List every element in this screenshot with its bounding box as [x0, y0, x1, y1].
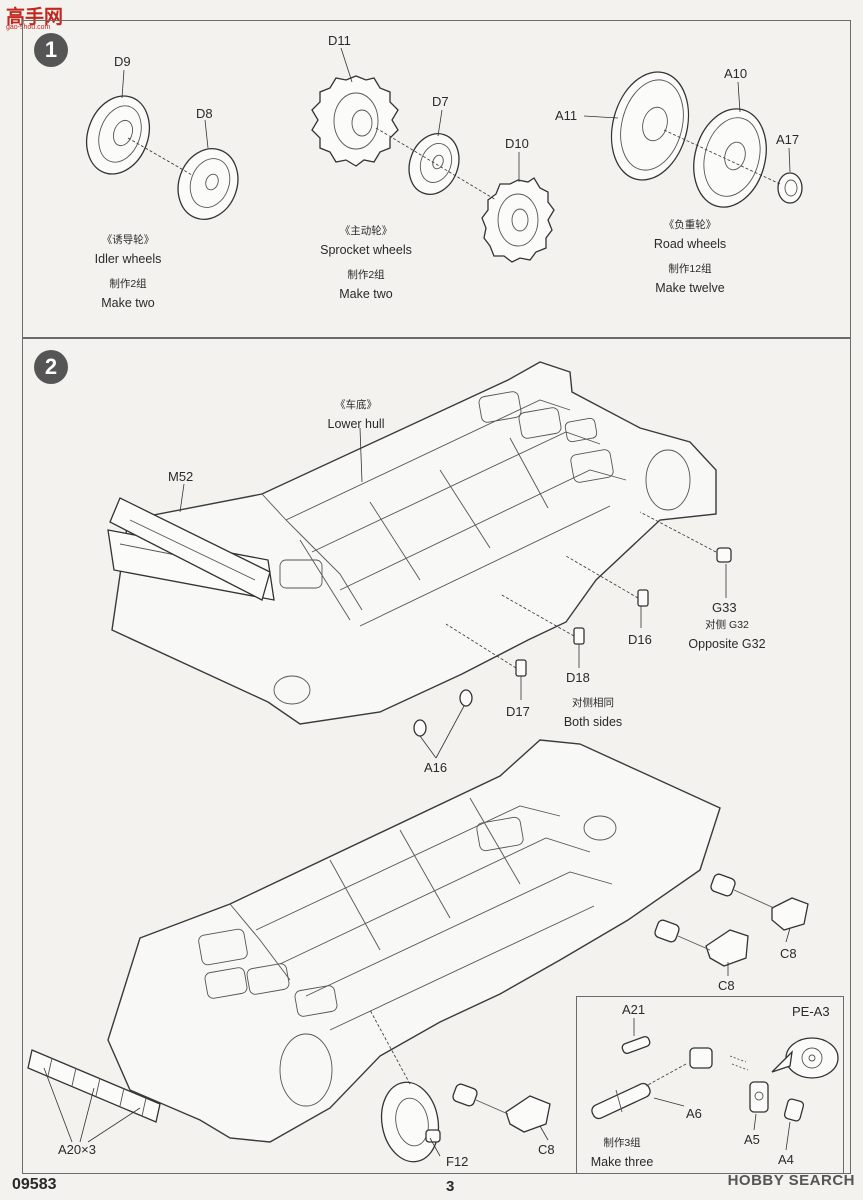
both-sides-zh: 对侧相同 [572, 697, 614, 709]
label-a6: A6 [686, 1106, 702, 1121]
sprocket-f12 [380, 1081, 441, 1163]
road-zh: 《负重轮》 [663, 219, 717, 231]
product-code: 09583 [12, 1176, 57, 1193]
make-three-en: Make three [590, 1155, 654, 1169]
g32-en: Opposite G32 [688, 637, 766, 651]
label-a16: A16 [424, 760, 448, 775]
inset-a21 [621, 1035, 651, 1055]
road-wheel-a11 [610, 71, 690, 181]
caption-sprocket-wheels: 《主动轮》 Sprocket wheels 制作2组 Make two [320, 222, 412, 304]
label-a11: A11 [555, 108, 578, 123]
label-d16: D16 [628, 632, 652, 647]
part-a16-right [459, 689, 473, 707]
step2-badge: 2 [34, 350, 68, 384]
sprocket-qty-zh: 制作2组 [347, 269, 385, 281]
label-d7: D7 [432, 94, 449, 109]
label-a10: A10 [724, 66, 748, 81]
inset-bracket [689, 1047, 713, 1069]
sprocket-d11 [311, 75, 399, 167]
part-a16-left [413, 719, 427, 737]
road-qty-zh: 制作12组 [668, 263, 712, 275]
part-d16 [637, 589, 649, 607]
road-en: Road wheels [653, 237, 727, 251]
label-g33: G33 [712, 600, 737, 615]
inset-a5 [749, 1081, 769, 1113]
sprocket-d7 [408, 133, 460, 195]
step1-panel [22, 20, 851, 338]
idler-qty-en: Make two [101, 296, 155, 310]
sprocket-qty-en: Make two [339, 287, 393, 301]
label-a4: A4 [778, 1152, 794, 1167]
make-three-zh: 制作3组 [603, 1137, 641, 1149]
idler-en: Idler wheels [94, 252, 162, 266]
road-wheel-a10 [693, 108, 767, 208]
label-pe-a3: PE-A3 [792, 1004, 830, 1019]
site-logo: 高手网 gao-shou.com [0, 0, 70, 34]
label-c8-bottom: C8 [538, 1142, 555, 1157]
part-d17 [515, 659, 527, 677]
label-d9: D9 [114, 54, 131, 69]
label-m52: M52 [168, 469, 194, 484]
inset-a4 [783, 1098, 805, 1122]
suspension-arm-c8-b [654, 919, 749, 967]
inset-panel [576, 996, 844, 1174]
label-c8-right: C8 [780, 946, 797, 961]
inset-a6 [591, 1082, 651, 1120]
both-sides-en: Both sides [563, 715, 623, 729]
caption-opposite-g32: 对侧 G32 Opposite G32 [688, 616, 765, 654]
lower-hull-lower-view [107, 739, 721, 1143]
label-a20: A20×3 [58, 1142, 96, 1157]
idler-qty-zh: 制作2组 [109, 278, 147, 290]
label-d8: D8 [196, 106, 213, 121]
hub-cap-a17 [777, 172, 803, 204]
caption-idler-wheels: 《诱导轮》 Idler wheels 制作2组 Make two [95, 231, 162, 313]
sprocket-d10 [481, 177, 555, 263]
lower-hull-en: Lower hull [327, 417, 385, 431]
label-d11: D11 [328, 33, 351, 48]
idler-wheel-d8 [177, 148, 239, 220]
suspension-arm-c8-a [710, 873, 809, 931]
g32-zh: 对侧 G32 [705, 619, 749, 631]
idler-zh: 《诱导轮》 [101, 234, 155, 246]
label-d10: D10 [505, 136, 529, 151]
caption-both-sides: 对侧相同 Both sides [564, 694, 622, 732]
label-c8-middle: C8 [718, 978, 735, 993]
lower-hull-zh: 《车底》 [334, 399, 377, 411]
label-f12: F12 [446, 1154, 469, 1169]
idler-wheel-d9 [86, 95, 150, 175]
part-d18 [573, 627, 585, 645]
part-g33 [716, 547, 732, 563]
sprocket-en: Sprocket wheels [320, 243, 412, 257]
photo-etch-pe-a3 [771, 1037, 839, 1079]
step1-badge: 1 [34, 33, 68, 67]
plate-m52 [109, 497, 271, 601]
sprocket-zh: 《主动轮》 [339, 225, 393, 237]
logo-text: 高手网 [6, 6, 64, 28]
road-qty-en: Make twelve [655, 281, 725, 295]
logo-url: gao-shou.com [6, 24, 51, 31]
caption-road-wheels: 《负重轮》 Road wheels 制作12组 Make twelve [654, 216, 726, 298]
caption-lower-hull: 《车底》 Lower hull [328, 396, 385, 434]
watermark-brand: HOBBY SEARCH [727, 1172, 855, 1189]
label-a17: A17 [776, 132, 800, 147]
track-links-a20 [27, 1049, 161, 1123]
label-a21: A21 [622, 1002, 646, 1017]
label-d18: D18 [566, 670, 590, 685]
page-number: 3 [446, 1178, 455, 1195]
label-d17: D17 [506, 704, 530, 719]
caption-make-three: 制作3组 Make three [591, 1134, 654, 1172]
label-a5: A5 [744, 1132, 760, 1147]
suspension-arm-c8-c [452, 1083, 551, 1133]
step2-panel [22, 338, 851, 1174]
